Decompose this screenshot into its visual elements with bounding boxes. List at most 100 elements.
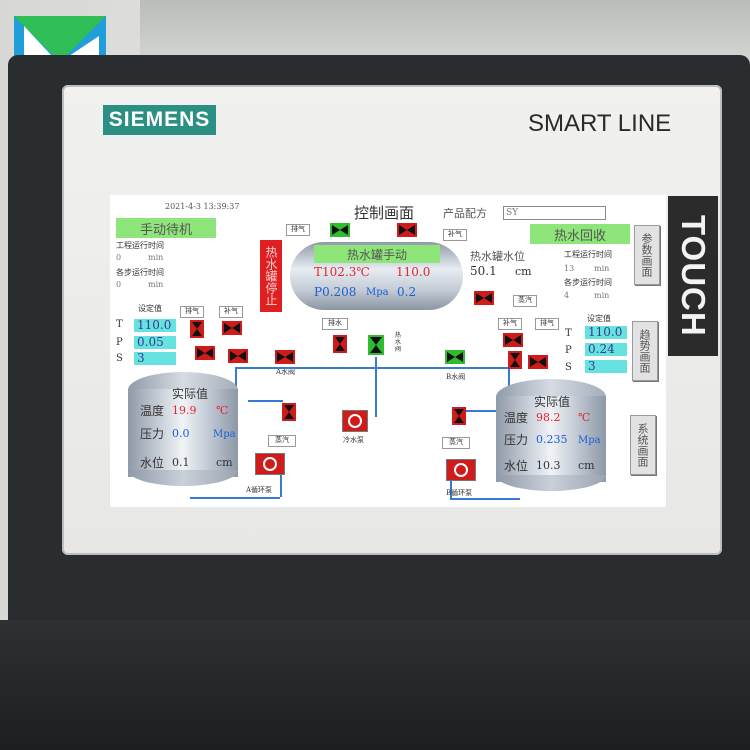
right-set-p-label: P xyxy=(565,345,572,356)
valve-red-icon[interactable] xyxy=(190,320,204,338)
valve-red-icon[interactable] xyxy=(282,403,296,421)
label-pump-b: B循环泵 xyxy=(446,489,473,497)
right-set-s-label: S xyxy=(565,362,572,373)
pipe-pump-a xyxy=(190,497,280,499)
label-valve-a: A水阀 xyxy=(276,368,296,376)
panel-enclosure-lower xyxy=(0,620,750,750)
right-step-time-label: 各步运行时间 xyxy=(564,278,612,287)
valve-red-icon[interactable] xyxy=(275,349,295,364)
right-set-label: 设定值 xyxy=(587,314,611,323)
valve-red-icon[interactable] xyxy=(228,348,248,363)
tank-b-level-value: 10.3 xyxy=(536,459,561,472)
right-mode-indicator[interactable]: 热水回收 xyxy=(530,224,630,244)
tank-b-temp-label: 温度 xyxy=(504,411,529,425)
pipe-main xyxy=(235,367,510,369)
tank-a-level-label: 水位 xyxy=(140,456,165,470)
touch-label: TOUCH xyxy=(668,196,718,356)
label-cold-pump: 冷水泵 xyxy=(343,436,364,444)
left-proc-time-label: 工程运行时间 xyxy=(116,241,164,250)
tank-a-press-label: 压力 xyxy=(140,427,165,441)
valve-red-icon[interactable] xyxy=(333,335,347,353)
brand-logo: SIEMENS xyxy=(103,105,216,135)
left-step-time-value: 0 xyxy=(116,280,122,289)
right-proc-time-unit: min xyxy=(594,264,610,273)
hot-tank-manual-indicator[interactable]: 热水罐手动 xyxy=(314,245,440,263)
tank-b-top xyxy=(496,379,606,397)
label-exhaust-right: 排气 xyxy=(535,318,559,330)
label-fill-air-left: 补气 xyxy=(219,306,243,318)
page-title: 控制画面 xyxy=(354,204,415,222)
top-equipment-strip xyxy=(140,0,750,62)
valve-red-icon[interactable] xyxy=(474,290,494,305)
valve-green-icon[interactable] xyxy=(368,335,384,355)
tank-b-bottom xyxy=(496,475,606,491)
right-set-s-input[interactable]: 3 xyxy=(585,360,627,373)
hot-tank-stop-button[interactable]: 热水罐停止 xyxy=(260,240,282,312)
tank-a-temp-label: 温度 xyxy=(140,404,165,418)
tank-a-title: 实际值 xyxy=(172,387,209,401)
recipe-label: 产品配方 xyxy=(443,207,487,220)
pipe-pump-a-up xyxy=(280,475,282,497)
pump-b-icon[interactable] xyxy=(446,459,476,481)
pipe-pump-b xyxy=(450,498,520,500)
right-set-t-input[interactable]: 110.0 xyxy=(585,326,627,339)
label-exhaust-left: 排气 xyxy=(180,306,204,318)
pump-a-icon[interactable] xyxy=(255,453,285,475)
right-set-p-input[interactable]: 0.24 xyxy=(585,343,627,356)
tank-b-press-unit: Mpa xyxy=(578,435,601,446)
left-proc-time-unit: min xyxy=(148,253,164,262)
trend-screen-button[interactable]: 趋势画面 xyxy=(632,321,658,381)
tank-b-title: 实际值 xyxy=(534,395,571,409)
valve-red-icon[interactable] xyxy=(452,407,466,425)
tank-a-press-unit: Mpa xyxy=(213,429,236,440)
hot-tank-temp-value: T102.3℃ xyxy=(314,265,370,279)
cold-water-pump-icon[interactable] xyxy=(342,410,368,432)
left-set-label: 设定值 xyxy=(138,304,162,313)
valve-green-icon[interactable] xyxy=(330,222,350,237)
valve-red-icon[interactable] xyxy=(222,320,242,335)
product-line-label: SMART LINE xyxy=(528,110,672,137)
valve-red-icon[interactable] xyxy=(508,351,522,369)
hot-tank-temp-set: 110.0 xyxy=(396,265,431,279)
valve-red-icon[interactable] xyxy=(397,222,417,237)
pipe-steam-a xyxy=(248,400,283,402)
tank-a-temp-value: 19.9 xyxy=(172,404,197,417)
hmi-screen: 2021-4-3 13:39:37 控制画面 产品配方 SY 手动待机 工程运行… xyxy=(110,195,666,507)
tank-b-press-label: 压力 xyxy=(504,433,529,447)
left-set-s-input[interactable]: 3 xyxy=(134,352,176,365)
valve-red-icon[interactable] xyxy=(528,354,548,369)
valve-red-icon[interactable] xyxy=(503,332,523,347)
recipe-input[interactable]: SY xyxy=(503,206,606,220)
pipe-pump-b-up xyxy=(450,475,452,498)
tank-a xyxy=(128,389,238,477)
pipe-center-vertical xyxy=(375,357,377,417)
label-steam-top: 蒸汽 xyxy=(513,295,537,307)
hot-tank-level-label: 热水罐水位 xyxy=(470,250,525,263)
label-fill-air-top: 补气 xyxy=(443,229,467,241)
left-mode-indicator[interactable]: 手动待机 xyxy=(116,218,216,238)
hot-tank-level-unit: cm xyxy=(515,265,532,278)
system-screen-button[interactable]: 系统画面 xyxy=(630,415,656,475)
tank-b-press-value: 0.235 xyxy=(536,433,568,446)
valve-red-icon[interactable] xyxy=(195,345,215,360)
tank-b-level-label: 水位 xyxy=(504,459,529,473)
hot-tank-press-value: P0.208 xyxy=(314,285,357,299)
pipe-steam-b xyxy=(460,410,500,412)
left-step-time-label: 各步运行时间 xyxy=(116,268,164,277)
tank-b-temp-value: 98.2 xyxy=(536,411,561,424)
params-screen-button[interactable]: 参数画面 xyxy=(634,225,660,285)
tank-a-top xyxy=(128,372,238,390)
tank-b xyxy=(496,396,606,482)
valve-green-icon[interactable] xyxy=(445,349,465,364)
left-set-p-input[interactable]: 0.05 xyxy=(134,336,176,349)
right-step-time-unit: min xyxy=(594,291,610,300)
left-step-time-unit: min xyxy=(148,280,164,289)
right-set-t-label: T xyxy=(565,328,572,339)
tank-b-temp-unit: ℃ xyxy=(578,411,591,424)
label-exhaust-top: 排气 xyxy=(286,224,310,236)
tank-a-level-value: 0.1 xyxy=(172,456,190,469)
label-fill-air-right: 补气 xyxy=(498,318,522,330)
label-drain: 排水 xyxy=(322,318,348,330)
tank-a-press-value: 0.0 xyxy=(172,427,190,440)
left-set-t-input[interactable]: 110.0 xyxy=(134,319,176,332)
